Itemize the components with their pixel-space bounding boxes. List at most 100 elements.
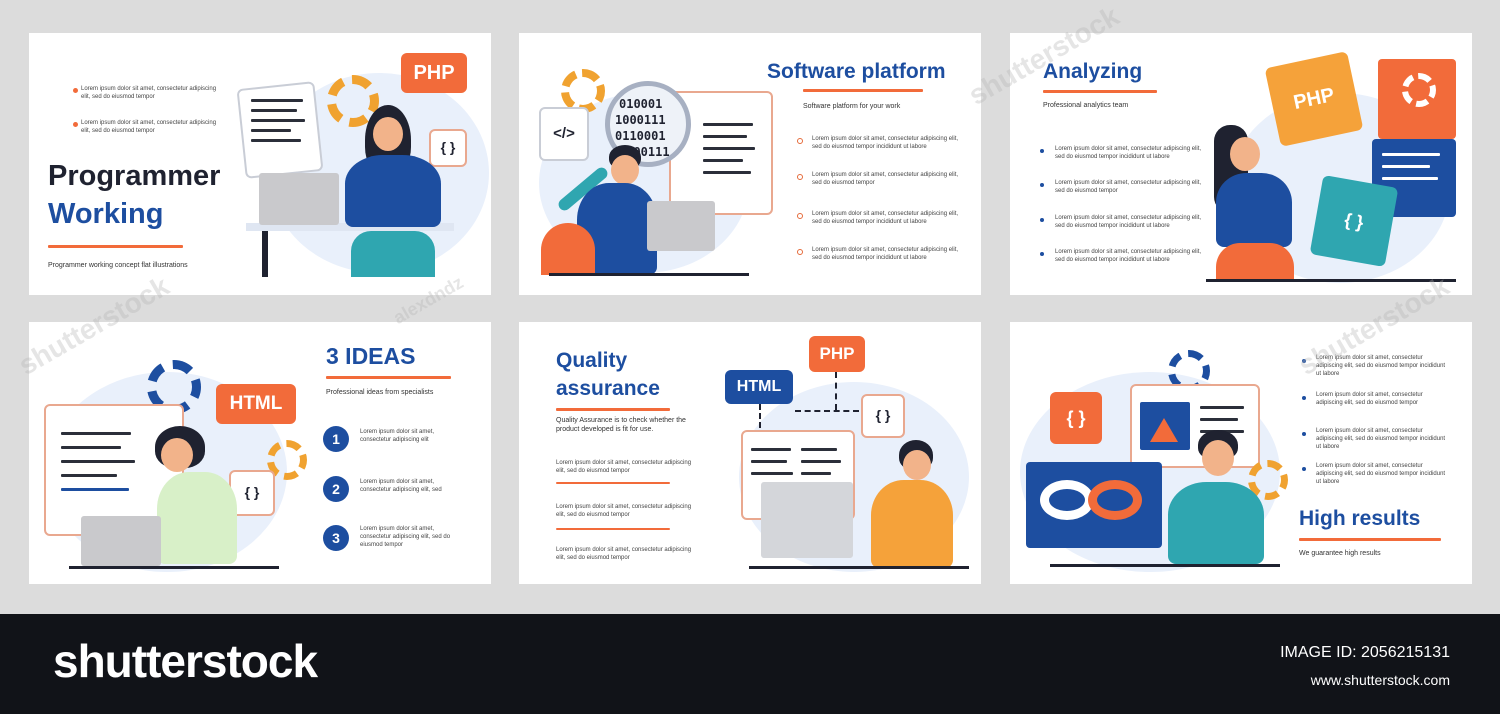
list-item: Lorem ipsum dolor sit amet, consectetur … — [812, 247, 959, 262]
slide-quality-assurance[interactable]: Quality assurance Quality Assurance is t… — [519, 322, 981, 584]
slide-analyzing[interactable]: Analyzing Professional analytics team Lo… — [1010, 33, 1472, 295]
desk-line — [69, 566, 279, 569]
laptop — [647, 201, 715, 251]
desk — [549, 273, 749, 276]
desk-line — [749, 566, 969, 569]
list-marker — [797, 138, 803, 144]
title-underline — [1299, 538, 1441, 541]
slide-subtitle: Professional ideas from specialists — [326, 389, 434, 396]
code-line — [61, 460, 135, 463]
html-bubble: HTML — [216, 384, 296, 424]
person-head — [611, 155, 639, 185]
image-id: IMAGE ID: 2056215131 — [1280, 644, 1450, 661]
bullet-dot — [1040, 218, 1044, 222]
code-line — [703, 135, 747, 138]
shutterstock-logo[interactable]: shutterstock — [53, 635, 318, 687]
shutterstock-url[interactable]: www.shutterstock.com — [1310, 672, 1450, 688]
code-line — [751, 472, 793, 475]
slide-software-platform[interactable]: Software platform Software platform for … — [519, 33, 981, 295]
image-placeholder-mountain — [1150, 418, 1178, 442]
code-line — [61, 488, 129, 491]
slide-programmer-working[interactable]: Lorem ipsum dolor sit amet, consectetur … — [29, 33, 491, 295]
code-line — [251, 129, 291, 132]
code-line — [251, 119, 305, 122]
monitor — [761, 482, 853, 558]
php-bubble: PHP — [401, 53, 467, 93]
gear-icon — [1402, 73, 1436, 107]
gear-icon — [1248, 460, 1288, 500]
code-line — [251, 139, 301, 142]
slide-title-line1: Quality — [556, 349, 628, 372]
code-line — [1382, 153, 1440, 156]
binary-line: 010001 — [619, 97, 663, 111]
bullet-dot — [1040, 183, 1044, 187]
code-line — [1200, 418, 1238, 421]
desk — [246, 223, 454, 231]
code-line — [61, 474, 117, 477]
title-underline — [1043, 90, 1157, 93]
person-legs — [351, 231, 435, 277]
list-item: Lorem ipsum dolor sit amet, consectetur … — [556, 504, 692, 519]
bullet-dot — [1040, 149, 1044, 153]
connector-line — [795, 410, 859, 413]
list-marker — [797, 249, 803, 255]
idea-number-badge: 2 — [323, 476, 349, 502]
list-item: Lorem ipsum dolor sit amet, consectetur … — [1055, 215, 1202, 230]
list-item: Lorem ipsum dolor sit amet, consectetur … — [1316, 392, 1423, 407]
list-item: Lorem ipsum dolor sit amet, consectetur … — [1316, 463, 1446, 486]
code-line — [703, 123, 753, 126]
code-line — [61, 446, 121, 449]
person-head — [373, 117, 403, 151]
person-skirt — [1216, 243, 1294, 281]
list-item: Lorem ipsum dolor sit amet, consectetur … — [556, 460, 692, 475]
bullet-dot — [1302, 467, 1306, 471]
code-line — [703, 171, 751, 174]
floor-line — [1206, 279, 1456, 282]
list-item: Lorem ipsum dolor sit amet, consectetur … — [556, 547, 692, 562]
slide-title-line2: assurance — [556, 377, 660, 400]
brace-tile: { } — [1050, 392, 1102, 444]
connector-line — [759, 404, 762, 428]
person-head — [1202, 440, 1234, 476]
code-line — [703, 147, 755, 150]
code-brace-icon: { } — [861, 394, 905, 438]
title-underline — [48, 245, 183, 248]
list-divider — [556, 528, 670, 530]
slide-subtitle: Programmer working concept flat illustra… — [48, 262, 188, 269]
slide-title-line1: Programmer — [48, 160, 221, 192]
code-line — [61, 432, 131, 435]
bullet-dot — [1302, 432, 1306, 436]
slide-subtitle: Quality Assurance is to check whether th… — [556, 417, 686, 434]
code-line — [703, 159, 743, 162]
list-marker — [797, 213, 803, 219]
slide-3-ideas[interactable]: 3 IDEAS Professional ideas from speciali… — [29, 322, 491, 584]
binary-line: 1000111 — [615, 113, 666, 127]
bullet-dot — [1302, 396, 1306, 400]
gear-icon — [267, 440, 307, 480]
person-torso — [871, 480, 953, 568]
code-line — [801, 448, 837, 451]
desk-line — [1050, 564, 1280, 567]
slide-title: 3 IDEAS — [326, 343, 416, 369]
desk-leg — [262, 231, 268, 277]
title-underline — [803, 89, 923, 92]
slide-title: Software platform — [767, 60, 946, 83]
list-item: Lorem ipsum dolor sit amet, consectetur … — [812, 172, 959, 187]
idea-number-badge: 1 — [323, 426, 349, 452]
title-underline — [556, 408, 670, 411]
person-torso — [1168, 482, 1264, 564]
html-tag: HTML — [725, 370, 793, 404]
bullet-text: Lorem ipsum dolor sit amet, consectetur … — [81, 86, 217, 101]
slide-high-results[interactable]: High results We guarantee high results L… — [1010, 322, 1472, 584]
list-item: Lorem ipsum dolor sit amet, consectetur … — [1316, 355, 1446, 378]
bullet-dot — [1040, 252, 1044, 256]
laptop — [81, 516, 161, 566]
bullet-dot — [73, 122, 78, 127]
laptop — [259, 173, 339, 225]
code-line — [1382, 165, 1430, 168]
list-item: Lorem ipsum dolor sit amet, consectetur … — [1055, 146, 1202, 161]
code-line — [801, 460, 841, 463]
slide-title: High results — [1299, 507, 1421, 530]
person-head — [1230, 137, 1260, 171]
code-line — [751, 448, 791, 451]
